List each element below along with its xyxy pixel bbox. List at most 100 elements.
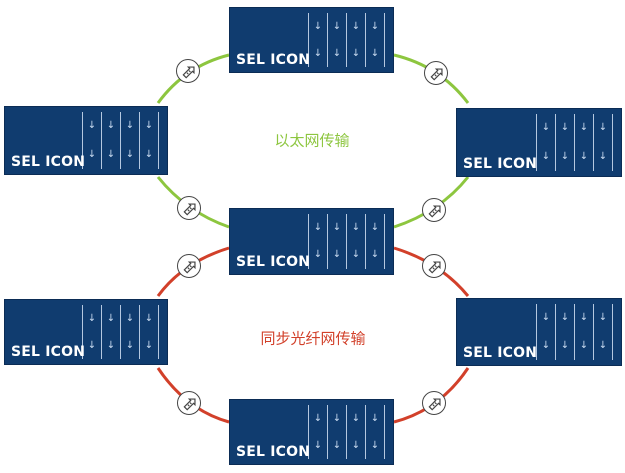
down-arrow-icon: ↓ bbox=[106, 339, 116, 351]
down-arrow-icon: ↓ bbox=[598, 340, 608, 351]
down-arrow-icon: ↓ bbox=[332, 20, 342, 32]
fiber-connector-icon bbox=[177, 391, 201, 415]
down-arrow-icon: ↓ bbox=[370, 221, 380, 233]
fiber-connector-icon bbox=[176, 59, 200, 83]
fiber-connector-icon bbox=[422, 254, 446, 278]
fiber-connector-icon bbox=[424, 61, 448, 85]
down-arrow-icon: ↓ bbox=[144, 120, 154, 132]
port-column: ↓↓ bbox=[574, 304, 593, 360]
ethernet-ring-label: 以太网传输 bbox=[274, 131, 350, 150]
device-left-lower: ↓↓↓↓↓↓↓↓SEL ICON bbox=[4, 299, 168, 365]
fiber-connector-icon bbox=[177, 254, 201, 278]
port-column: ↓↓ bbox=[555, 114, 574, 171]
down-arrow-icon: ↓ bbox=[351, 249, 361, 261]
down-arrow-icon: ↓ bbox=[351, 20, 361, 32]
device-right-lower: ↓↓↓↓↓↓↓↓SEL ICON bbox=[456, 298, 622, 366]
port-panel: ↓↓↓↓↓↓↓↓ bbox=[308, 405, 385, 459]
down-arrow-icon: ↓ bbox=[106, 120, 116, 132]
down-arrow-icon: ↓ bbox=[541, 122, 551, 134]
port-column: ↓↓ bbox=[327, 214, 346, 269]
port-column: ↓↓ bbox=[365, 214, 385, 269]
fiber-connector-icon bbox=[422, 391, 446, 415]
down-arrow-icon: ↓ bbox=[125, 120, 135, 132]
device-label: SEL ICON bbox=[11, 154, 86, 170]
down-arrow-icon: ↓ bbox=[332, 412, 342, 424]
port-column: ↓↓ bbox=[346, 214, 365, 269]
down-arrow-icon: ↓ bbox=[332, 249, 342, 261]
down-arrow-icon: ↓ bbox=[560, 312, 570, 323]
down-arrow-icon: ↓ bbox=[579, 340, 589, 351]
port-column: ↓↓ bbox=[308, 214, 327, 269]
device-label: SEL ICON bbox=[236, 444, 311, 460]
down-arrow-icon: ↓ bbox=[541, 150, 551, 162]
down-arrow-icon: ↓ bbox=[370, 47, 380, 59]
device-left-upper: ↓↓↓↓↓↓↓↓SEL ICON bbox=[4, 106, 168, 175]
port-column: ↓↓ bbox=[101, 112, 120, 169]
device-bottom-center: ↓↓↓↓↓↓↓↓SEL ICON bbox=[229, 399, 394, 465]
device-label: SEL ICON bbox=[236, 254, 311, 270]
port-column: ↓↓ bbox=[346, 13, 365, 67]
port-panel: ↓↓↓↓↓↓↓↓ bbox=[82, 112, 159, 169]
port-column: ↓↓ bbox=[308, 405, 327, 459]
down-arrow-icon: ↓ bbox=[332, 47, 342, 59]
device-label: SEL ICON bbox=[236, 52, 311, 68]
port-column: ↓↓ bbox=[593, 114, 613, 171]
down-arrow-icon: ↓ bbox=[370, 249, 380, 261]
port-panel: ↓↓↓↓↓↓↓↓ bbox=[536, 114, 613, 171]
down-arrow-icon: ↓ bbox=[541, 312, 551, 323]
down-arrow-icon: ↓ bbox=[598, 312, 608, 323]
fiber-connector-icon bbox=[422, 198, 446, 222]
device-right-upper: ↓↓↓↓↓↓↓↓SEL ICON bbox=[456, 108, 622, 177]
down-arrow-icon: ↓ bbox=[351, 412, 361, 424]
down-arrow-icon: ↓ bbox=[598, 122, 608, 134]
down-arrow-icon: ↓ bbox=[144, 312, 154, 324]
down-arrow-icon: ↓ bbox=[313, 221, 323, 233]
down-arrow-icon: ↓ bbox=[370, 412, 380, 424]
down-arrow-icon: ↓ bbox=[541, 340, 551, 351]
sonet-ring-label: 同步光纤网传输 bbox=[260, 329, 366, 348]
down-arrow-icon: ↓ bbox=[560, 122, 570, 134]
down-arrow-icon: ↓ bbox=[87, 120, 97, 132]
device-middle: ↓↓↓↓↓↓↓↓SEL ICON bbox=[229, 208, 394, 275]
port-column: ↓↓ bbox=[536, 304, 555, 360]
down-arrow-icon: ↓ bbox=[313, 249, 323, 261]
down-arrow-icon: ↓ bbox=[125, 312, 135, 324]
down-arrow-icon: ↓ bbox=[560, 340, 570, 351]
port-panel: ↓↓↓↓↓↓↓↓ bbox=[536, 304, 613, 360]
down-arrow-icon: ↓ bbox=[579, 122, 589, 134]
port-panel: ↓↓↓↓↓↓↓↓ bbox=[308, 13, 385, 67]
down-arrow-icon: ↓ bbox=[106, 312, 116, 324]
down-arrow-icon: ↓ bbox=[313, 47, 323, 59]
port-column: ↓↓ bbox=[120, 112, 139, 169]
down-arrow-icon: ↓ bbox=[87, 148, 97, 160]
down-arrow-icon: ↓ bbox=[313, 439, 323, 451]
fiber-connector-icon bbox=[177, 196, 201, 220]
down-arrow-icon: ↓ bbox=[87, 339, 97, 351]
down-arrow-icon: ↓ bbox=[560, 150, 570, 162]
port-column: ↓↓ bbox=[101, 305, 120, 359]
down-arrow-icon: ↓ bbox=[313, 412, 323, 424]
down-arrow-icon: ↓ bbox=[144, 339, 154, 351]
down-arrow-icon: ↓ bbox=[87, 312, 97, 324]
down-arrow-icon: ↓ bbox=[332, 439, 342, 451]
down-arrow-icon: ↓ bbox=[351, 221, 361, 233]
port-column: ↓↓ bbox=[574, 114, 593, 171]
port-column: ↓↓ bbox=[327, 405, 346, 459]
port-column: ↓↓ bbox=[139, 112, 159, 169]
down-arrow-icon: ↓ bbox=[351, 439, 361, 451]
down-arrow-icon: ↓ bbox=[125, 148, 135, 160]
port-column: ↓↓ bbox=[593, 304, 613, 360]
port-column: ↓↓ bbox=[139, 305, 159, 359]
down-arrow-icon: ↓ bbox=[579, 312, 589, 323]
port-column: ↓↓ bbox=[82, 112, 101, 169]
down-arrow-icon: ↓ bbox=[332, 221, 342, 233]
down-arrow-icon: ↓ bbox=[370, 439, 380, 451]
port-column: ↓↓ bbox=[82, 305, 101, 359]
port-panel: ↓↓↓↓↓↓↓↓ bbox=[82, 305, 159, 359]
device-top-center: ↓↓↓↓↓↓↓↓SEL ICON bbox=[229, 7, 394, 73]
down-arrow-icon: ↓ bbox=[125, 339, 135, 351]
down-arrow-icon: ↓ bbox=[579, 150, 589, 162]
port-panel: ↓↓↓↓↓↓↓↓ bbox=[308, 214, 385, 269]
port-column: ↓↓ bbox=[120, 305, 139, 359]
